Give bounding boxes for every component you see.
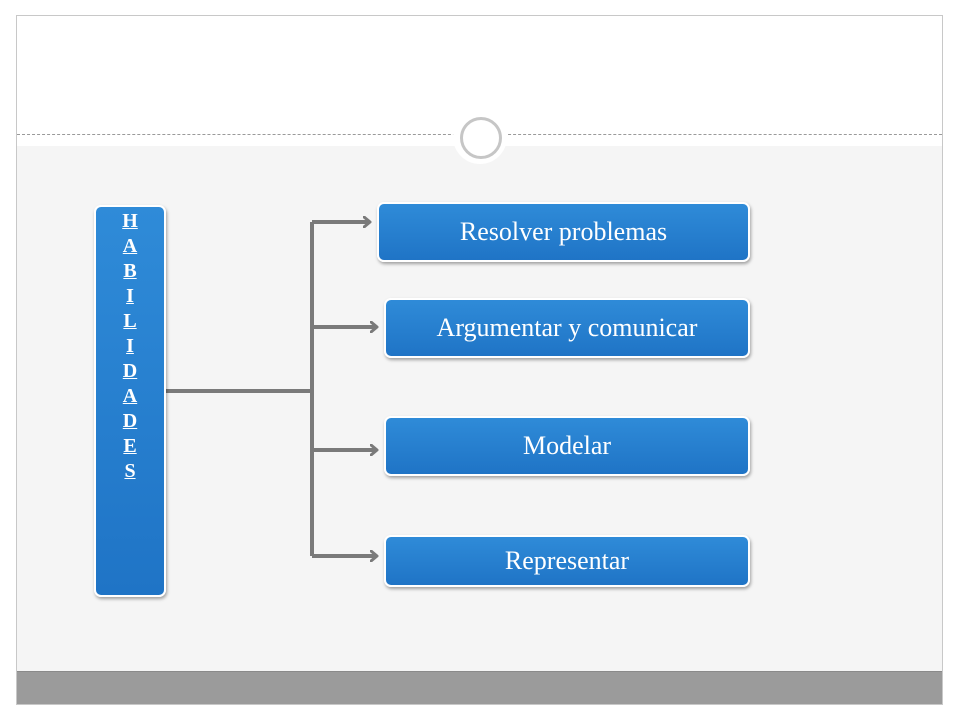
root-node-habilidades: H A B I L I D A D E S bbox=[94, 205, 166, 597]
root-letter: D bbox=[122, 360, 138, 382]
root-letter: H bbox=[122, 210, 138, 232]
node-representar: Representar bbox=[384, 535, 750, 587]
root-letter: D bbox=[122, 410, 138, 432]
divider-circle-ornament bbox=[460, 117, 502, 159]
slide-footer-bar bbox=[17, 671, 942, 704]
root-letter: I bbox=[126, 335, 134, 357]
root-letter: L bbox=[123, 310, 137, 332]
node-argumentar-y-comunicar: Argumentar y comunicar bbox=[384, 298, 750, 358]
node-modelar: Modelar bbox=[384, 416, 750, 476]
root-letter: A bbox=[122, 385, 138, 407]
root-letter: A bbox=[122, 235, 138, 257]
node-resolver-problemas: Resolver problemas bbox=[377, 202, 750, 262]
root-letter: B bbox=[123, 260, 137, 282]
root-letter: E bbox=[123, 435, 137, 457]
root-letter: S bbox=[124, 460, 136, 482]
root-letter: I bbox=[126, 285, 134, 307]
